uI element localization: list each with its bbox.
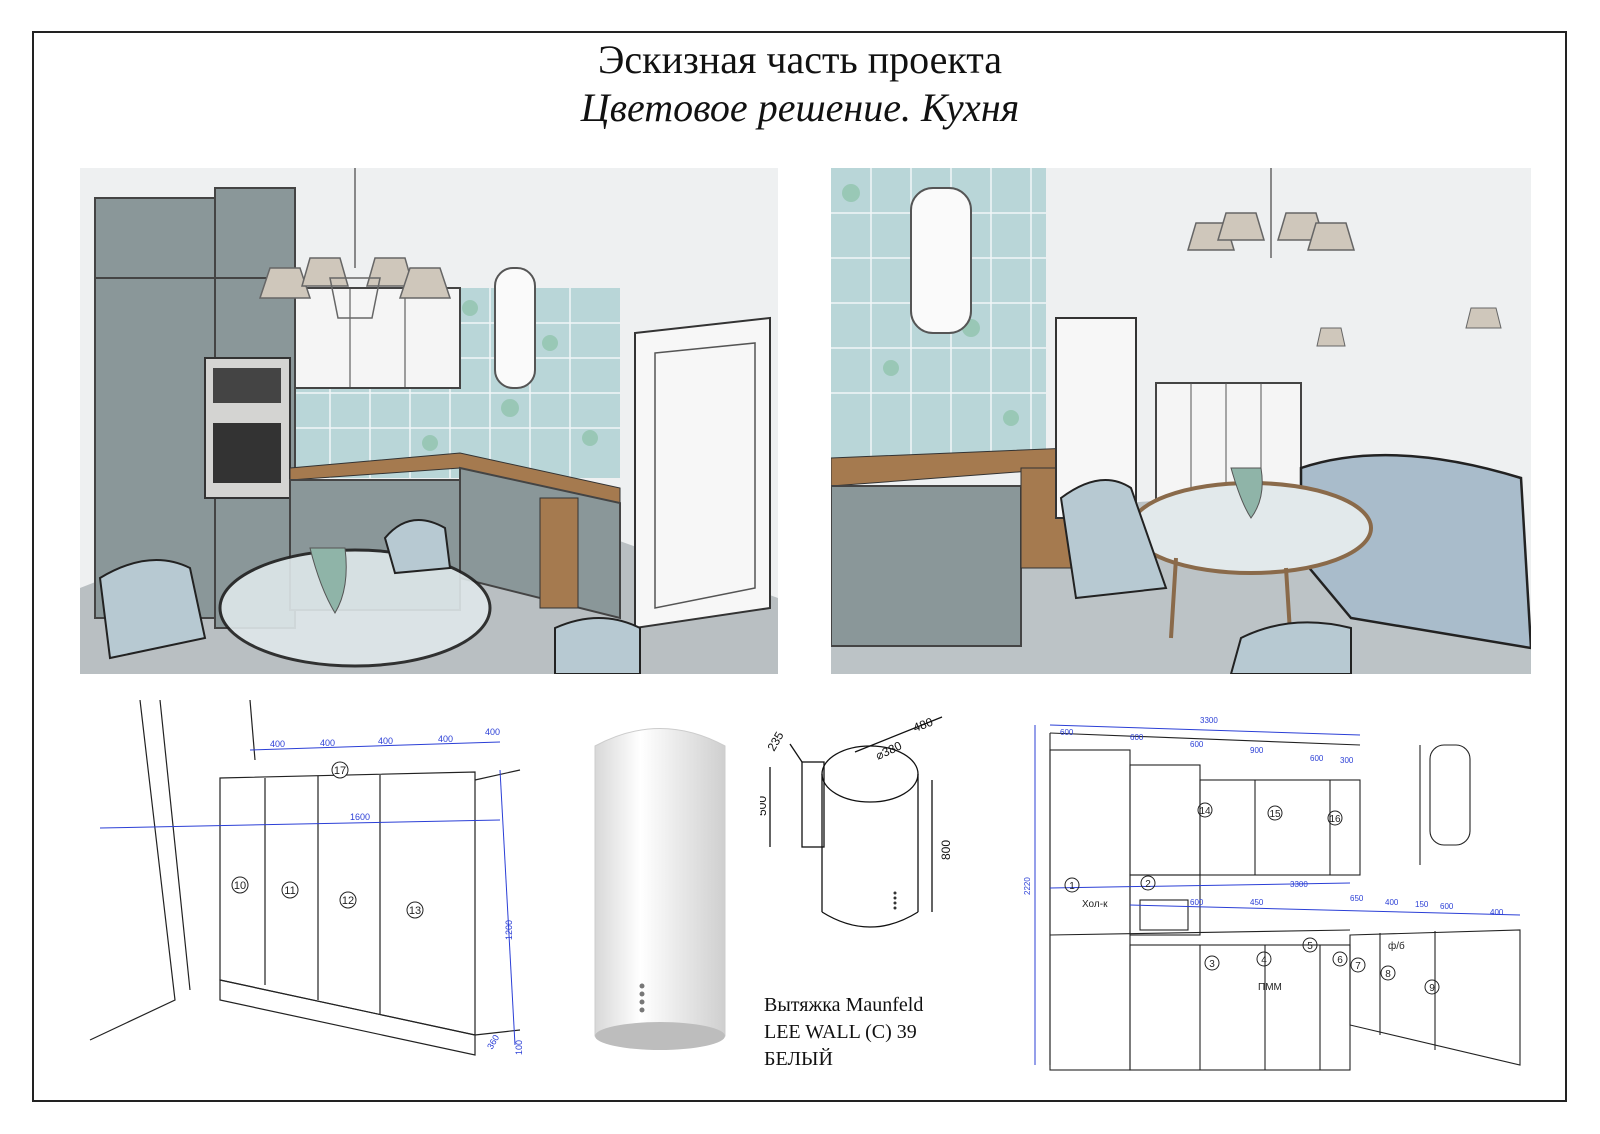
callout-r3: 3 bbox=[1209, 959, 1215, 970]
callout-r1: 1 bbox=[1069, 881, 1075, 892]
callout-12: 12 bbox=[342, 895, 354, 907]
kitchen-render-right bbox=[831, 168, 1531, 674]
hood-dimension-drawing: 480 235 ⌀380 500 800 bbox=[760, 715, 953, 928]
callout-r4: 4 bbox=[1261, 955, 1267, 966]
callout-10: 10 bbox=[234, 880, 246, 892]
dim-right-top-5: 600 bbox=[1310, 754, 1324, 763]
hood-caption-line1: Вытяжка Maunfeld bbox=[764, 994, 924, 1016]
label-cooktop: ф/б bbox=[1388, 940, 1405, 952]
callout-r2: 2 bbox=[1145, 879, 1151, 890]
dim-right-mid-4: 400 bbox=[1385, 898, 1399, 907]
hood-dim-depth: 235 bbox=[764, 729, 786, 754]
hood-caption: Вытяжка Maunfeld LEE WALL (C) 39 БЕЛЫЙ bbox=[764, 992, 923, 1073]
callout-r6: 6 bbox=[1337, 955, 1343, 966]
dim-right-mid-2: 450 bbox=[1250, 898, 1264, 907]
dim-left-4: 400 bbox=[438, 734, 453, 744]
dim-left-2: 400 bbox=[320, 738, 335, 748]
hood-dim-height: 800 bbox=[939, 840, 953, 860]
hood-caption-line3: БЕЛЫЙ bbox=[764, 1048, 833, 1070]
dim-right-mid-3: 650 bbox=[1350, 894, 1364, 903]
dim-left-bottom: 100 bbox=[514, 1040, 524, 1055]
kitchen-drawing-right: 3300 600 600 600 900 600 300 3300 600 45… bbox=[1023, 716, 1521, 1071]
label-dishwasher: ПММ bbox=[1258, 982, 1282, 993]
dim-left-3: 400 bbox=[378, 736, 393, 746]
callout-r15: 15 bbox=[1269, 809, 1281, 820]
label-fridge: Хол-к bbox=[1082, 899, 1108, 910]
callout-r8: 8 bbox=[1385, 969, 1391, 980]
dim-right-top-1: 600 bbox=[1060, 728, 1074, 737]
dim-right-mid-6: 600 bbox=[1440, 902, 1454, 911]
callout-11: 11 bbox=[284, 885, 295, 897]
hood-product-image bbox=[594, 728, 726, 1050]
callout-17: 17 bbox=[334, 765, 346, 777]
dim-left-depth: 360 bbox=[485, 1033, 501, 1051]
hood-dim-width: 480 bbox=[911, 715, 935, 735]
dim-left-side: 1200 bbox=[504, 920, 514, 940]
dim-right-mid-1: 600 bbox=[1190, 898, 1204, 907]
callout-13: 13 bbox=[409, 905, 421, 917]
cabinet-drawing-left: 400 400 400 400 400 1600 1200 360 100 17… bbox=[89, 700, 524, 1056]
dim-right-mid-7: 400 bbox=[1490, 908, 1504, 917]
dim-left-total: 1600 bbox=[350, 812, 370, 822]
dim-right-top-3: 600 bbox=[1190, 740, 1204, 749]
dim-left-1: 400 bbox=[270, 739, 285, 749]
dim-left-5: 400 bbox=[485, 727, 500, 737]
callout-r5: 5 bbox=[1307, 941, 1313, 952]
callout-r14: 14 bbox=[1199, 806, 1211, 817]
dim-right-mid-total: 3300 bbox=[1290, 880, 1308, 889]
page-border bbox=[32, 31, 1567, 1102]
dim-right-top-2: 600 bbox=[1130, 733, 1144, 742]
callout-r7: 7 bbox=[1355, 961, 1361, 972]
dim-right-top-4: 900 bbox=[1250, 746, 1264, 755]
page-title: Эскизная часть проекта bbox=[598, 37, 1002, 82]
callout-r9: 9 bbox=[1429, 983, 1435, 994]
dim-right-height: 2220 bbox=[1023, 877, 1032, 895]
page-subtitle: Цветовое решение. Кухня bbox=[580, 85, 1020, 130]
kitchen-render-left bbox=[80, 168, 778, 674]
hood-caption-line2: LEE WALL (C) 39 bbox=[764, 1021, 917, 1043]
callout-r16: 16 bbox=[1329, 814, 1341, 825]
hood-dim-mount: 500 bbox=[760, 796, 769, 816]
dim-right-top-6: 300 bbox=[1340, 756, 1354, 765]
dim-right-mid-5: 150 bbox=[1415, 900, 1429, 909]
hood-dim-diameter: ⌀380 bbox=[873, 738, 904, 762]
dim-right-top-total: 3300 bbox=[1200, 716, 1218, 725]
